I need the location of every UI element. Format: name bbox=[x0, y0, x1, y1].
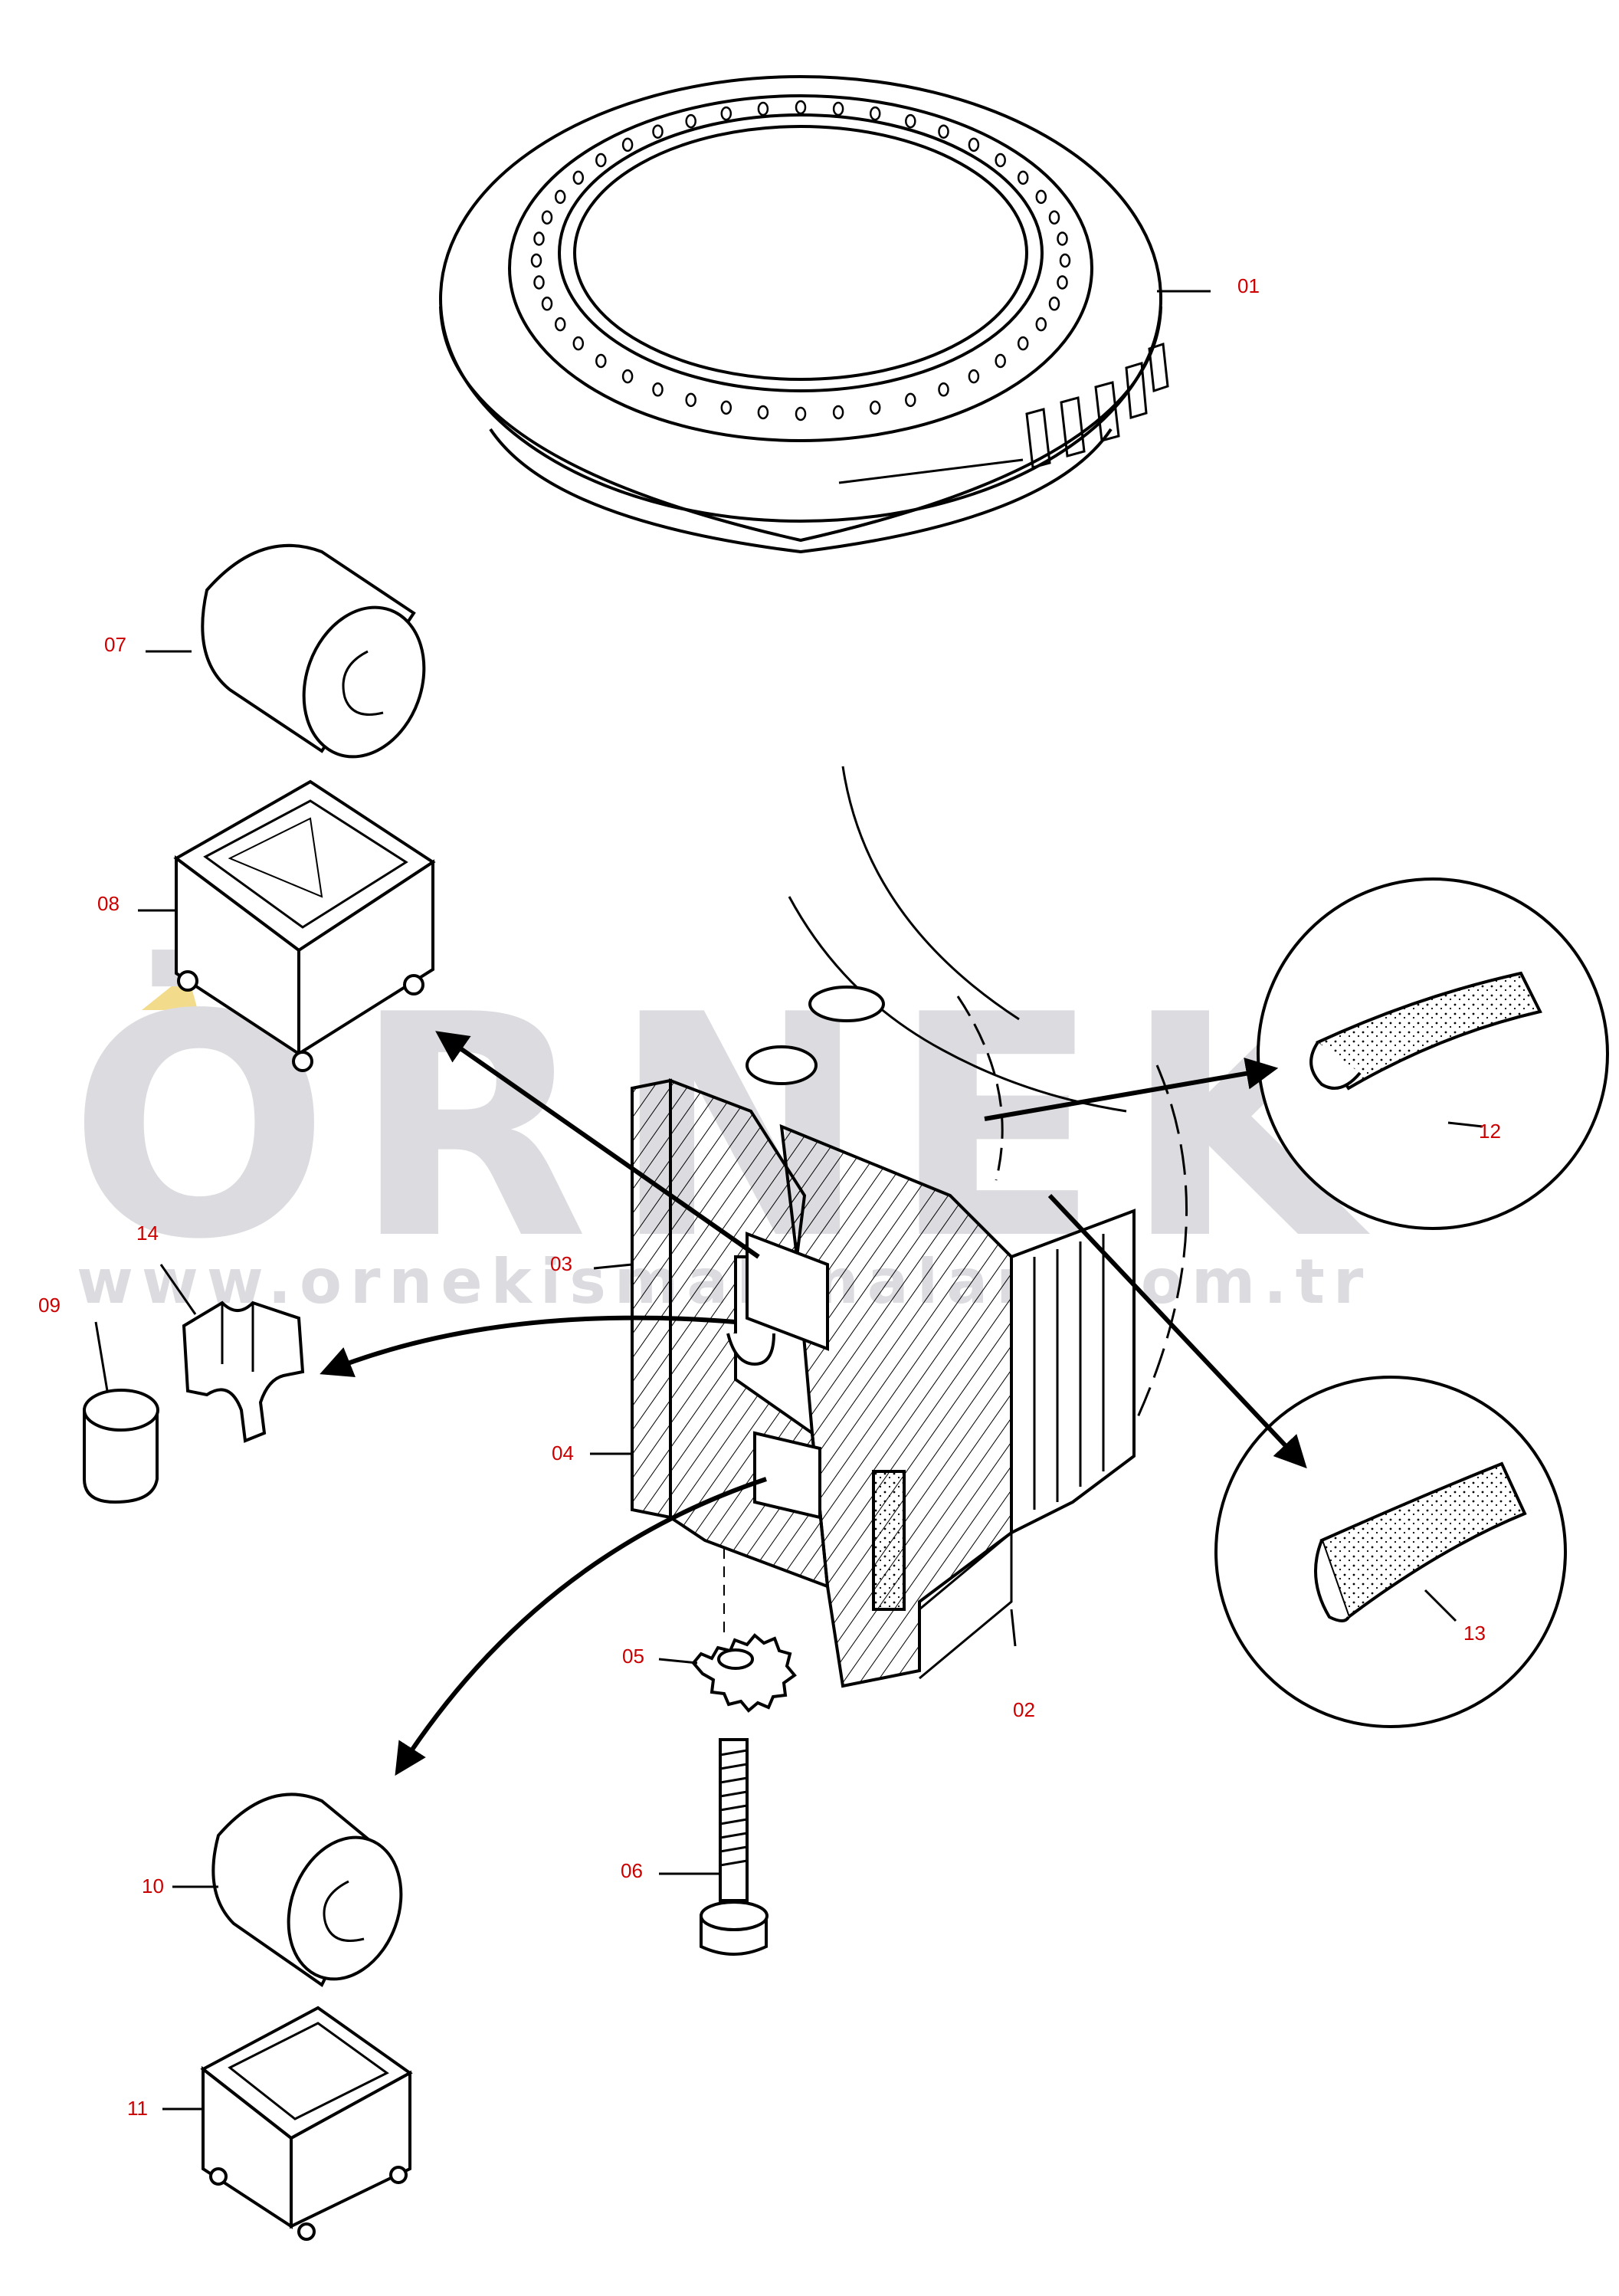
bolt-hole bbox=[652, 124, 664, 139]
arrow-to-part-10 bbox=[395, 1477, 767, 1776]
clip-part-14 bbox=[182, 1301, 305, 1443]
arrow-to-part-14 bbox=[320, 1315, 736, 1378]
bolt-hole bbox=[795, 406, 807, 421]
bolt-hole bbox=[530, 253, 542, 268]
callout-05: 05 bbox=[622, 1645, 644, 1668]
seal-detail-12 bbox=[1257, 877, 1609, 1230]
ring-bolt-holes bbox=[530, 100, 1071, 421]
callout-11: 11 bbox=[127, 2097, 148, 2120]
bolt-hole bbox=[968, 369, 980, 384]
bolt-hole bbox=[595, 153, 607, 168]
bolt-hole bbox=[685, 113, 696, 129]
bolt-hole bbox=[869, 106, 881, 121]
callout-04: 04 bbox=[552, 1442, 574, 1465]
cup-part-08 bbox=[173, 779, 436, 1072]
bolt-hole bbox=[720, 106, 732, 121]
callout-12: 12 bbox=[1479, 1120, 1501, 1143]
bolt-hole bbox=[1057, 275, 1068, 290]
ring-gear-teeth bbox=[1025, 342, 1169, 469]
bolt-hole bbox=[685, 392, 696, 408]
pin-part-09 bbox=[83, 1389, 159, 1504]
bolt-hole bbox=[757, 101, 769, 116]
bolt-hole bbox=[938, 382, 949, 397]
explode-arrows bbox=[320, 1031, 1307, 1776]
cup-part-11 bbox=[200, 2006, 413, 2241]
bolt-hole bbox=[595, 353, 607, 369]
bolt-hole bbox=[757, 405, 769, 420]
callout-08: 08 bbox=[97, 892, 120, 915]
bolt-hole bbox=[533, 275, 545, 290]
arrow-to-part-08 bbox=[435, 1031, 760, 1259]
bolt-hole bbox=[621, 369, 634, 384]
bolt-hole bbox=[572, 336, 585, 351]
bolt-hole bbox=[1059, 253, 1071, 268]
bolt-hole bbox=[541, 297, 553, 311]
bolt-hole bbox=[995, 353, 1006, 369]
leader-lines bbox=[94, 290, 1483, 2111]
bolt-hole bbox=[1017, 336, 1029, 351]
bolt-hole bbox=[1048, 210, 1060, 225]
callout-09: 09 bbox=[38, 1294, 61, 1317]
bolt-hole bbox=[968, 137, 980, 153]
bolt-hole bbox=[1035, 189, 1047, 205]
bolt-hole bbox=[905, 113, 916, 129]
screw-part-06 bbox=[700, 1738, 769, 1956]
arrow-to-seal-13 bbox=[1047, 1193, 1307, 1469]
bolt-hole bbox=[554, 189, 566, 205]
bolt-hole bbox=[541, 210, 553, 225]
bolt-hole bbox=[938, 124, 949, 139]
washer-part-05 bbox=[691, 1633, 797, 1713]
callout-07: 07 bbox=[104, 633, 126, 656]
callout-14: 14 bbox=[136, 1222, 159, 1245]
bolt-hole bbox=[995, 153, 1006, 168]
callout-06: 06 bbox=[621, 1859, 643, 1882]
callout-13: 13 bbox=[1463, 1622, 1486, 1645]
callout-01: 01 bbox=[1237, 274, 1260, 297]
bolt-hole bbox=[832, 101, 844, 116]
callout-03: 03 bbox=[550, 1252, 572, 1275]
bolt-hole bbox=[554, 317, 566, 332]
bolt-hole bbox=[572, 170, 585, 185]
bolt-hole bbox=[1048, 297, 1060, 311]
callout-02: 02 bbox=[1013, 1698, 1035, 1721]
bush-part-07 bbox=[201, 543, 426, 759]
bolt-hole bbox=[533, 231, 545, 246]
arrow-to-seal-12 bbox=[984, 1058, 1279, 1121]
ring-part-01 bbox=[439, 75, 1169, 554]
bolt-hole bbox=[1017, 170, 1029, 185]
bolt-hole bbox=[1035, 317, 1047, 332]
bush-part-10 bbox=[211, 1793, 403, 1987]
callouts: 01 02 03 04 05 06 07 08 09 10 11 12 13 1… bbox=[38, 274, 1501, 2120]
callout-10: 10 bbox=[142, 1875, 164, 1897]
bolt-hole bbox=[869, 400, 881, 415]
bolt-hole bbox=[905, 392, 916, 408]
bolt-hole bbox=[1057, 231, 1068, 246]
bolt-hole bbox=[720, 400, 732, 415]
bolt-hole bbox=[795, 100, 807, 115]
bolt-hole bbox=[832, 405, 844, 420]
bolt-hole bbox=[652, 382, 664, 397]
section-assembly bbox=[631, 766, 1188, 1688]
bolt-hole bbox=[621, 137, 634, 153]
